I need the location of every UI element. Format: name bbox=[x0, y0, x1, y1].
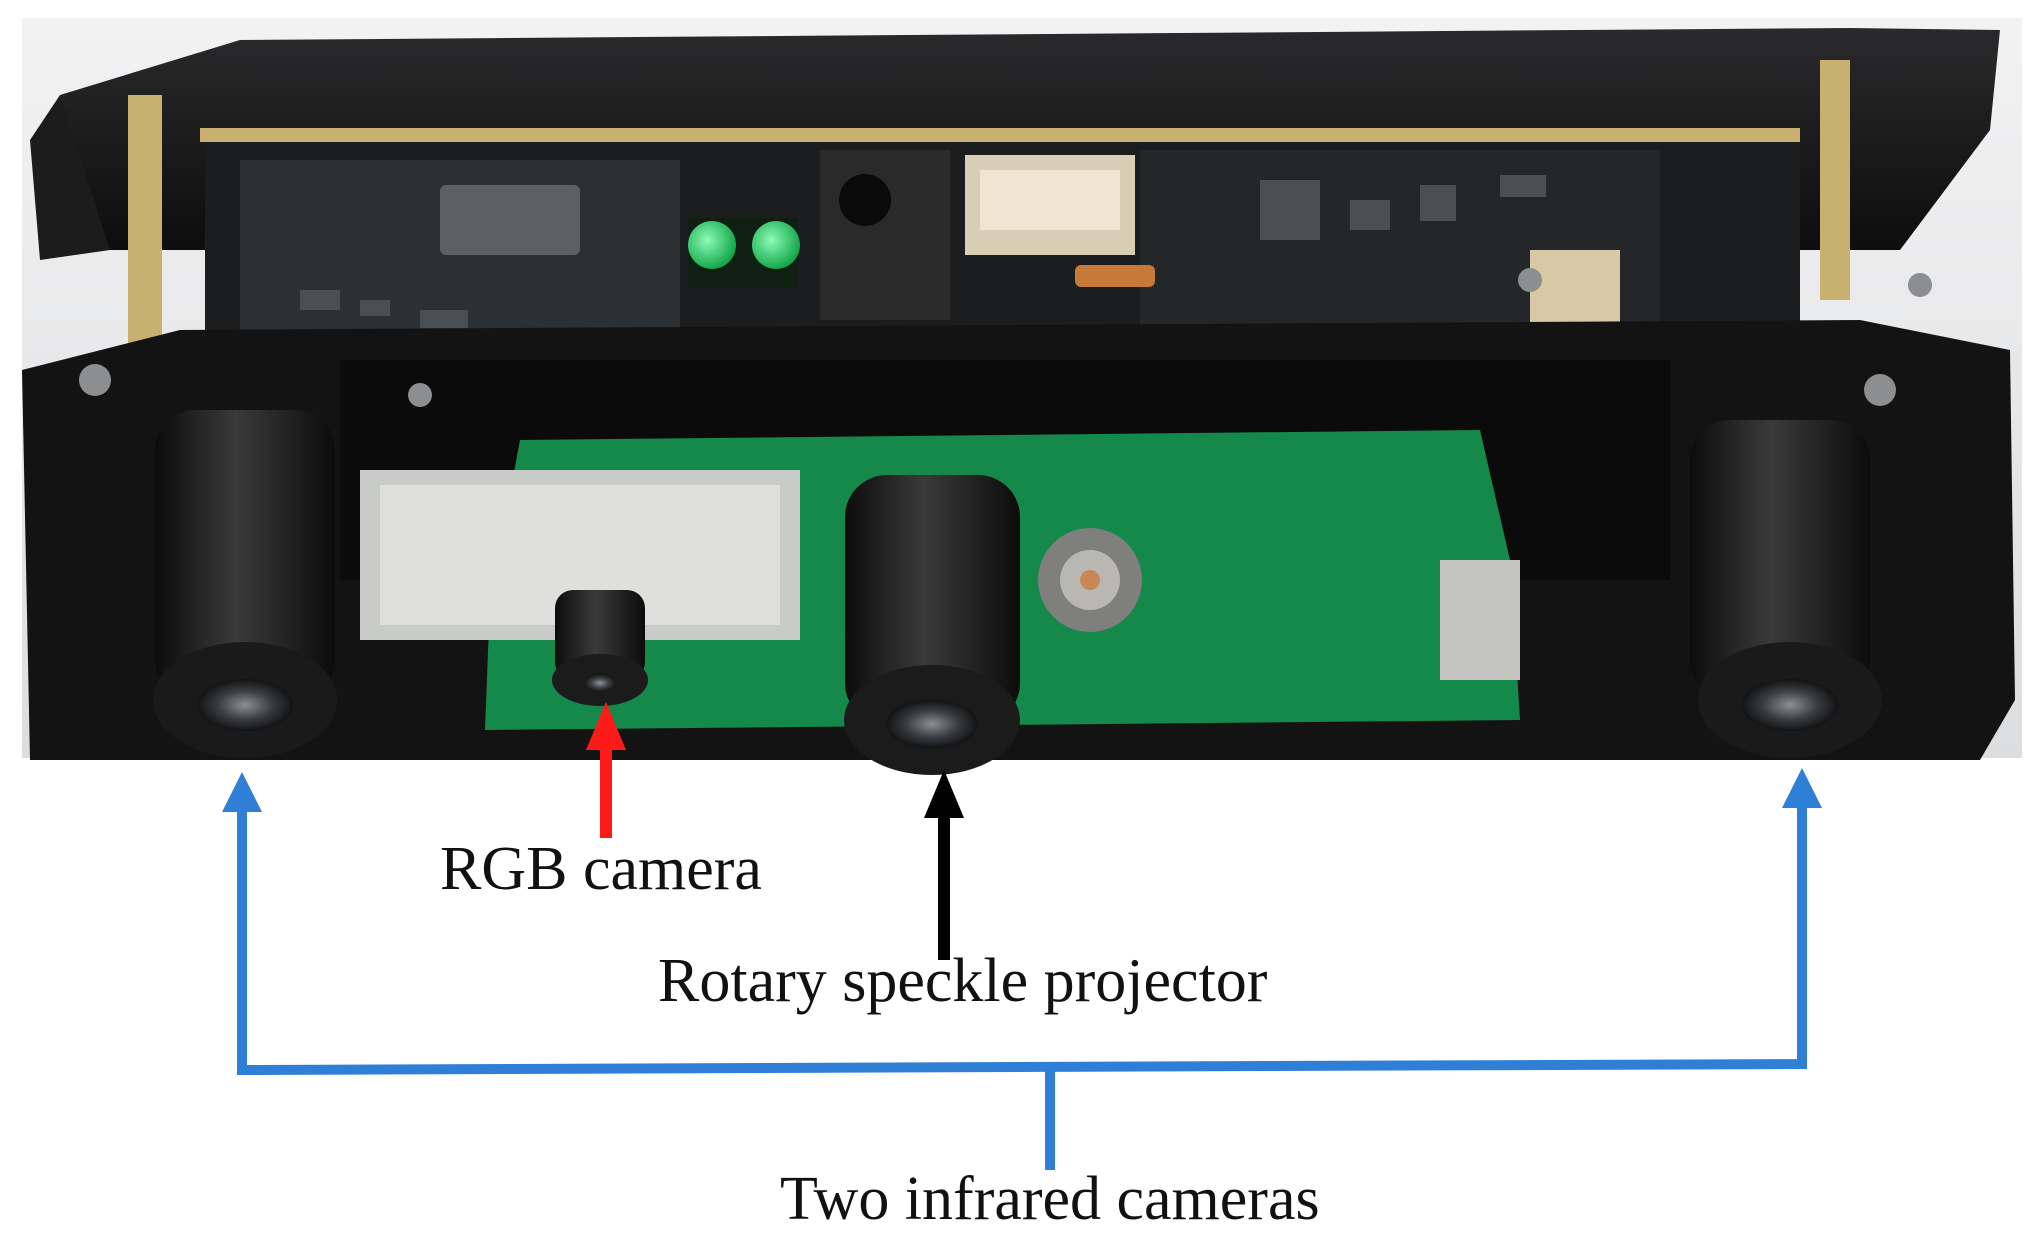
left-infrared-camera bbox=[153, 410, 337, 758]
infrared-bracket-arrow bbox=[237, 806, 1807, 1170]
status-led-right bbox=[752, 221, 800, 269]
infrared-cameras-label: Two infrared cameras bbox=[780, 1165, 1320, 1233]
device-photo bbox=[22, 18, 2022, 775]
rgb-arrow bbox=[586, 702, 626, 838]
rgb-camera bbox=[552, 590, 648, 706]
status-led-left bbox=[688, 221, 736, 269]
rotary-speckle-projector bbox=[844, 475, 1142, 775]
rgb-camera-label: RGB camera bbox=[440, 835, 762, 903]
speckle-projector-label: Rotary speckle projector bbox=[658, 947, 1268, 1015]
projector-arrow bbox=[924, 770, 964, 960]
annotation-arrows bbox=[222, 702, 1822, 1170]
right-infrared-camera bbox=[1690, 420, 1882, 758]
